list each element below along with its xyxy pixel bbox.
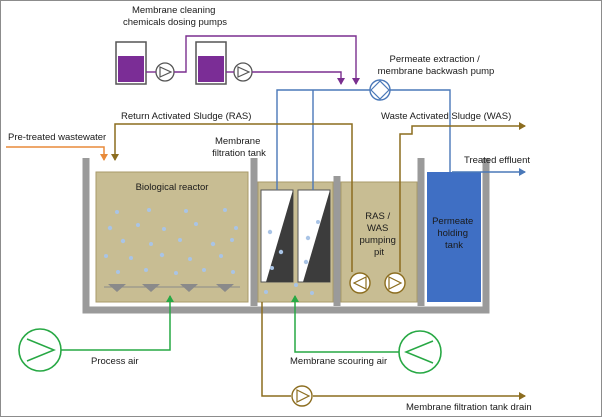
drain-pump[interactable] — [291, 385, 313, 407]
drain-label: Membrane filtration tank drain — [406, 402, 532, 413]
dosing-pumps-label: Membrane cleaning chemicals dosing pumps — [123, 5, 227, 28]
chemical-tank-1 — [115, 41, 147, 85]
dosing-pump-2[interactable] — [233, 62, 253, 82]
scouring-air-line — [291, 295, 399, 353]
membrane-tank-label-line2: filtration tank — [212, 148, 266, 159]
dosing-pumps-label-line2: chemicals dosing pumps — [123, 17, 227, 28]
ras-label: Return Activated Sludge (RAS) — [121, 111, 251, 122]
chemical-lines — [146, 35, 360, 85]
permeate-pump-label: Permeate extraction / membrane backwash … — [378, 54, 495, 77]
permeate-tank-label-line3: tank — [445, 240, 463, 251]
was-line — [399, 122, 526, 272]
permeate-tank-label: Permeate holding tank — [432, 216, 476, 251]
ras-was-pit-label-line1: RAS / — [365, 211, 390, 222]
ras-pump[interactable] — [349, 272, 371, 294]
permeate-tank-label-line2: holding — [437, 228, 468, 239]
permeate-pump-label-line1: Permeate extraction / — [390, 54, 481, 65]
dosing-pumps-label-line1: Membrane cleaning — [132, 5, 215, 16]
ras-was-pit-label: RAS / WAS pumping pit — [359, 211, 398, 258]
ras-was-pit-label-line4: pit — [374, 247, 384, 258]
chemical-tank-2 — [195, 41, 227, 85]
aeration-bubbles — [104, 208, 238, 275]
dosing-pump-1[interactable] — [155, 62, 175, 82]
treated-effluent-label: Treated effluent — [464, 155, 530, 166]
membrane-tank-label-line1: Membrane — [215, 136, 260, 147]
was-label: Waste Activated Sludge (WAS) — [381, 111, 511, 122]
pretreated-label: Pre-treated wastewater — [8, 132, 106, 143]
process-air-label: Process air — [91, 356, 139, 367]
biological-reactor — [95, 171, 249, 303]
permeate-tank-label-line1: Permeate — [432, 216, 473, 227]
permeate-lines — [276, 89, 526, 190]
drain-line — [261, 302, 526, 400]
membrane-module-1 — [260, 189, 294, 283]
tank-wall — [82, 158, 490, 314]
membrane-module-2 — [297, 189, 331, 283]
feed-line — [6, 146, 108, 161]
ras-line — [111, 123, 353, 272]
diffusers — [108, 284, 234, 292]
membrane-tank-label: Membrane filtration tank — [212, 136, 266, 159]
ras-was-pit-label-line2: WAS — [367, 223, 388, 234]
permeate-holding-tank — [427, 172, 481, 302]
scouring-air-blower[interactable] — [398, 330, 442, 374]
permeate-pump[interactable] — [369, 79, 391, 101]
process-air-line — [61, 295, 174, 351]
ras-was-pit-label-line3: pumping — [359, 235, 395, 246]
was-pump[interactable] — [384, 272, 406, 294]
scouring-bubbles — [264, 220, 320, 295]
scouring-air-label: Membrane scouring air — [290, 356, 387, 367]
bio-reactor-label: Biological reactor — [136, 182, 209, 193]
permeate-pump-label-line2: membrane backwash pump — [378, 66, 495, 77]
process-air-blower[interactable] — [18, 328, 62, 372]
